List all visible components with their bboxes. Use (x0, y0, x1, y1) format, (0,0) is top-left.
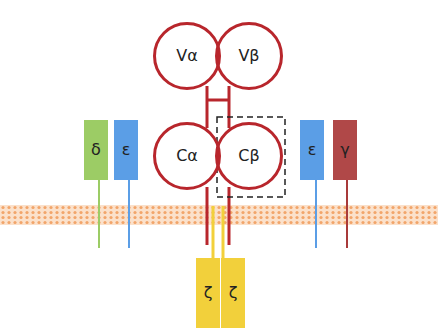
chain-label: Vβ (238, 48, 259, 64)
chain-label: ε (122, 142, 131, 158)
chain-label: Cα (176, 148, 198, 164)
zeta-stems (213, 206, 223, 260)
cd3-epsilon-box: ε (300, 120, 324, 180)
tcr-chain-stems (207, 86, 229, 245)
cell-membrane (0, 205, 438, 225)
chain-label: ε (308, 142, 317, 158)
cd3-delta-box: δ (84, 120, 108, 180)
constant-domain: Cα (153, 122, 221, 190)
constant-domain: Cβ (215, 122, 283, 190)
chain-label: ζ (204, 285, 213, 301)
chain-label: Cβ (238, 148, 259, 164)
chain-label: δ (91, 142, 101, 158)
cd3-epsilon-box: ε (114, 120, 138, 180)
zeta-box: ζ (196, 258, 220, 328)
zeta-box: ζ (221, 258, 245, 328)
variable-domain: Vα (153, 22, 221, 90)
highlight-box (217, 117, 285, 197)
chain-label: Vα (176, 48, 198, 64)
cd3-stems (99, 180, 347, 248)
chain-label: γ (340, 142, 349, 158)
chain-label: ζ (229, 285, 238, 301)
cd3-gamma-box: γ (333, 120, 357, 180)
variable-domain: Vβ (215, 22, 283, 90)
